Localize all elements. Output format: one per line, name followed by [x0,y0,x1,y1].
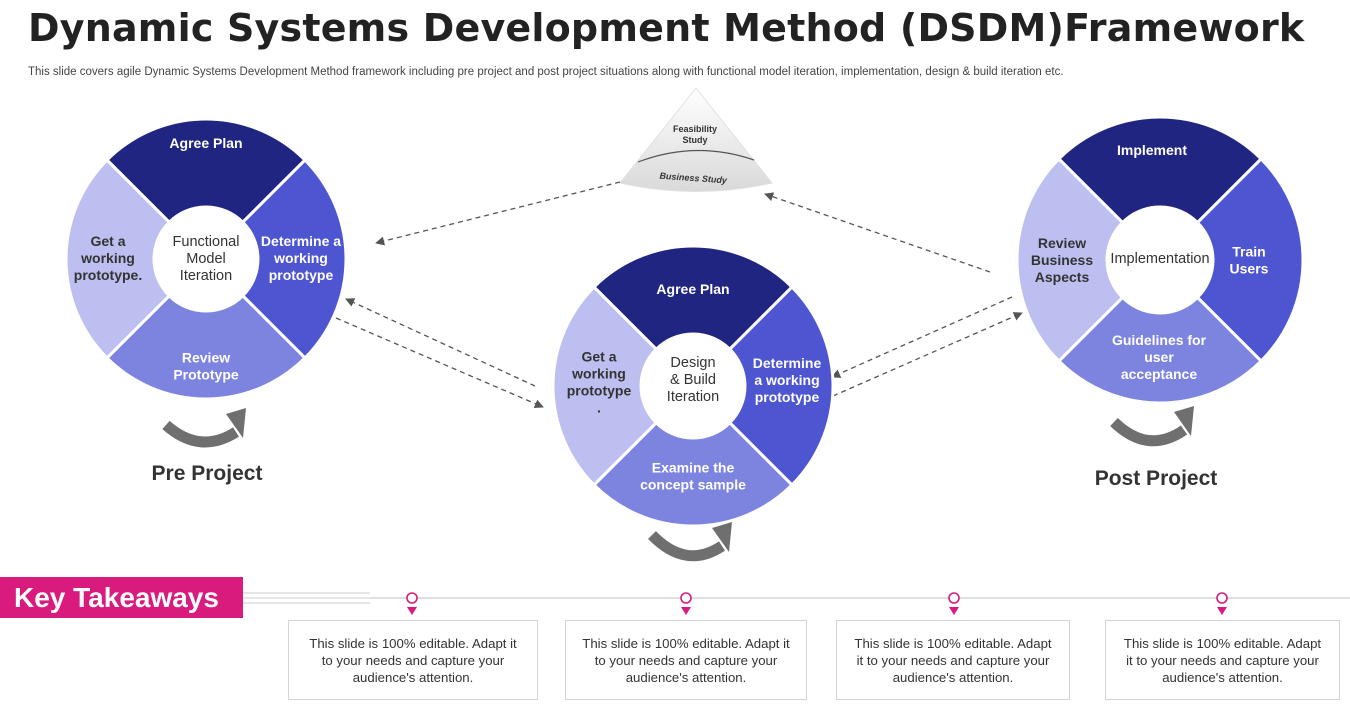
page-subtitle: This slide covers agile Dynamic Systems … [28,66,1064,78]
timeline-marker [406,592,418,615]
feasibility-label-line1: Feasibility [673,124,717,134]
curved-arrow-post [1110,406,1194,447]
takeaway-box-2: This slide is 100% editable. Adapt it to… [565,620,807,700]
arrow-post-to-mid [831,296,1013,378]
page-title: Dynamic Systems Development Method (DSDM… [28,6,1305,50]
pre-center-circle [154,207,258,311]
takeaway-box-1: This slide is 100% editable. Adapt it to… [288,620,538,700]
connector-arrows [335,181,1023,408]
curved-arrow-mid [648,522,732,562]
arrow-fan-to-pre [375,181,621,246]
pre-project-label: Pre Project [152,462,263,485]
feasibility-label-line2: Study [682,135,707,145]
curved-arrow-pre [162,408,246,448]
arrow-pre-to-mid [335,317,544,408]
post-project-label: Post Project [1095,467,1218,490]
pre-top-label: Agree Plan [169,135,242,151]
arrow-mid-to-post [832,312,1023,397]
timeline-marker [948,592,960,615]
takeaway-box-3: This slide is 100% editable. Adapt it to… [836,620,1070,700]
timeline-marker [1216,592,1228,615]
arrow-mid-to-pre [345,298,536,387]
takeaway-timeline [243,592,1350,615]
arrow-post-to-fan [764,192,991,273]
post-top-label: Implement [1117,142,1187,158]
mid-center-circle [641,334,745,438]
timeline-marker [680,592,692,615]
business-study-label: Business Study [659,171,728,186]
takeaway-box-4: This slide is 100% editable. Adapt it to… [1105,620,1340,700]
key-takeaways-banner: Key Takeaways [0,577,243,618]
mid-top-label: Agree Plan [656,281,729,297]
post-center-circle [1107,207,1213,313]
post-center-label: Implementation [1110,251,1209,267]
